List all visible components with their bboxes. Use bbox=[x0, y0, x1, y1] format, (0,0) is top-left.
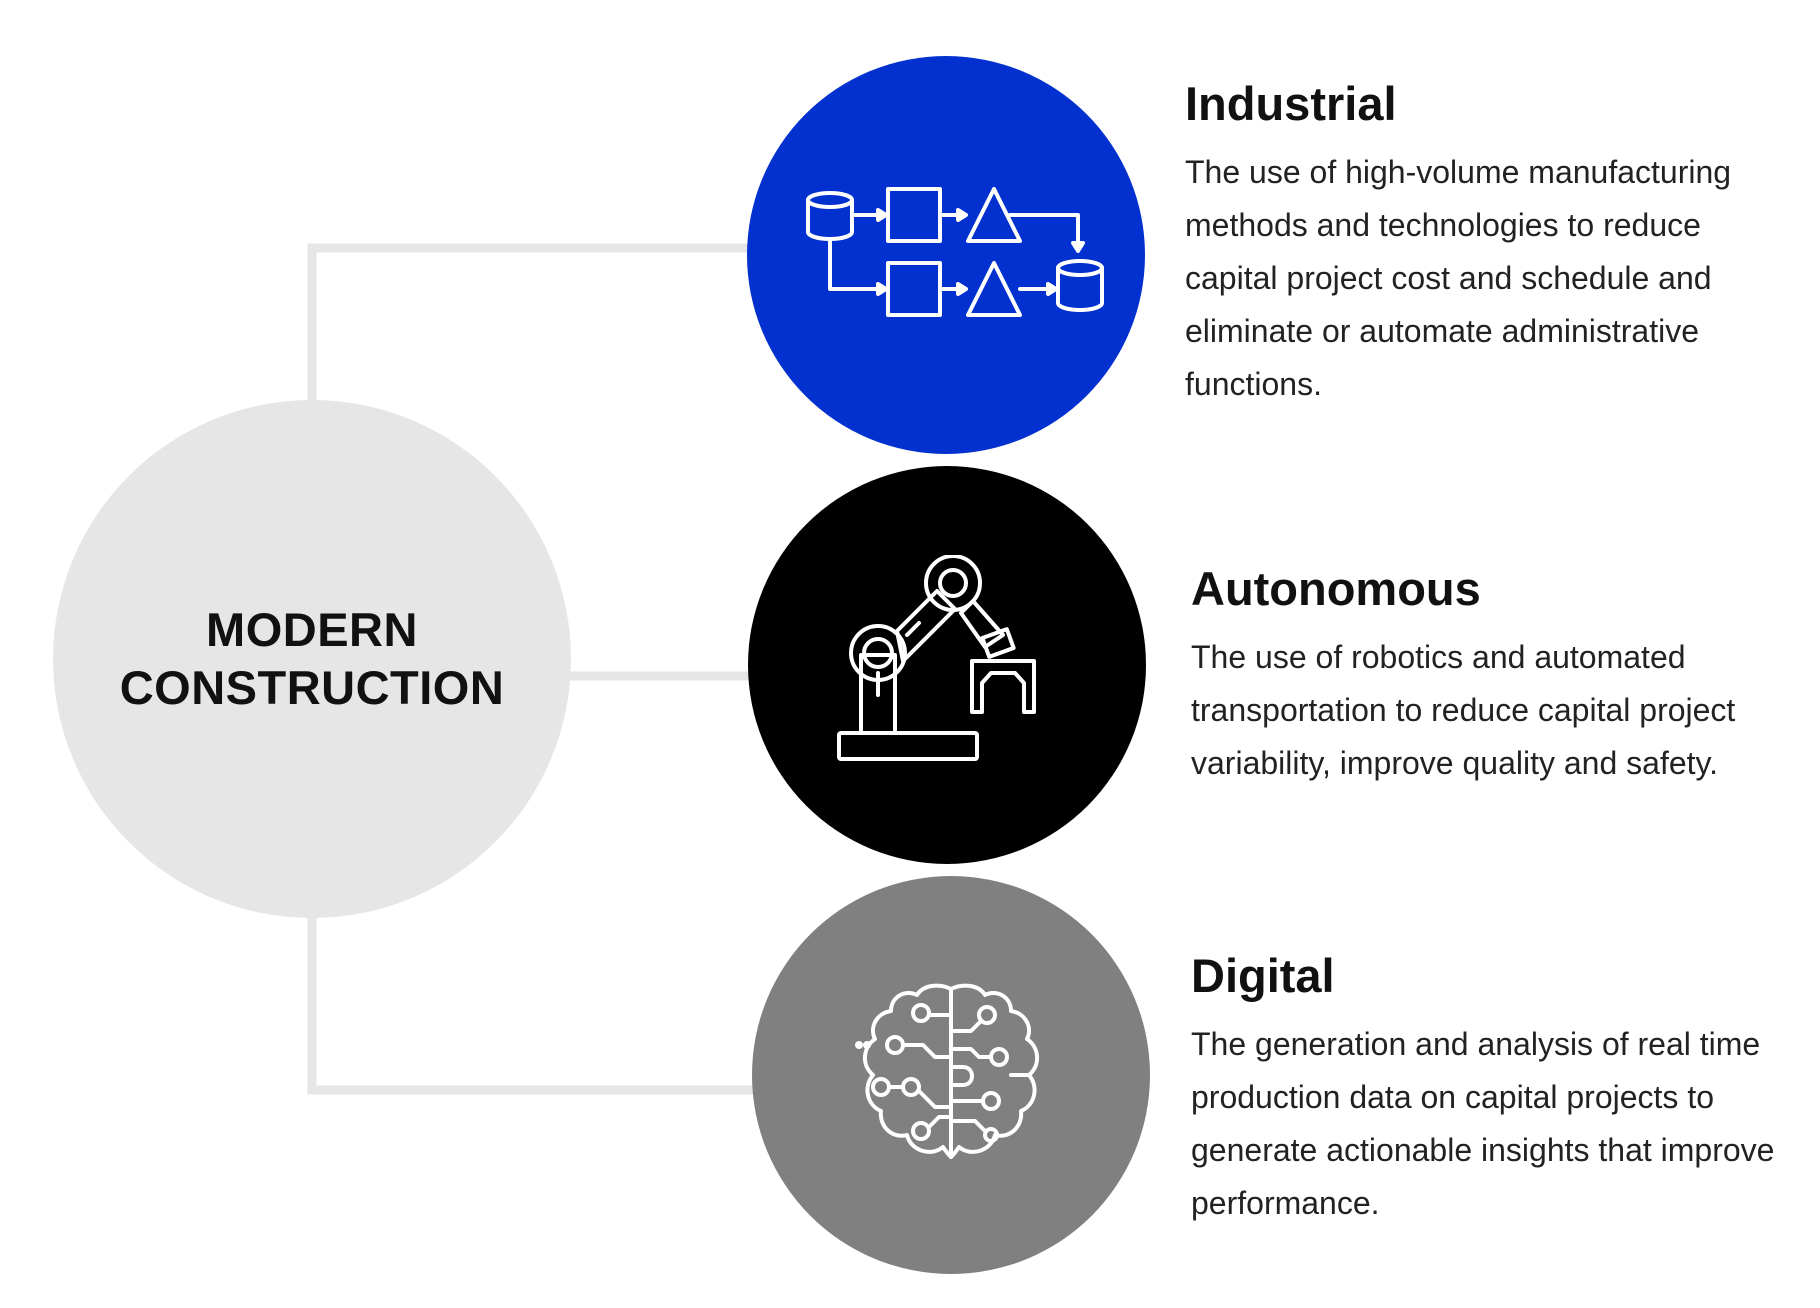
connector-digital bbox=[307, 916, 760, 1095]
industrial-text: Industrial The use of high-volume manufa… bbox=[1185, 76, 1795, 411]
industrial-description: The use of high-volume manufacturing met… bbox=[1185, 154, 1732, 402]
hub-title-line1: MODERN bbox=[206, 603, 418, 656]
process-flow-icon bbox=[806, 187, 1104, 317]
connector-industrial bbox=[307, 243, 760, 402]
robotic-arm-icon bbox=[837, 555, 1036, 761]
hub-title: MODERN CONSTRUCTION bbox=[120, 601, 505, 717]
autonomous-text: Autonomous The use of robotics and autom… bbox=[1191, 561, 1801, 790]
digital-circle bbox=[752, 876, 1150, 1274]
hub-title-line2: CONSTRUCTION bbox=[119, 661, 505, 714]
autonomous-circle bbox=[748, 466, 1146, 864]
digital-description: The generation and analysis of real time… bbox=[1191, 1026, 1775, 1221]
digital-title: Digital bbox=[1191, 949, 1335, 1002]
digital-text: Digital The generation and analysis of r… bbox=[1191, 948, 1801, 1230]
hub-circle: MODERN CONSTRUCTION bbox=[53, 400, 571, 918]
industrial-title: Industrial bbox=[1185, 77, 1397, 130]
industrial-circle bbox=[747, 56, 1145, 454]
autonomous-title: Autonomous bbox=[1191, 562, 1481, 615]
brain-circuit-icon bbox=[855, 983, 1039, 1159]
autonomous-description: The use of robotics and automated transp… bbox=[1191, 639, 1736, 781]
